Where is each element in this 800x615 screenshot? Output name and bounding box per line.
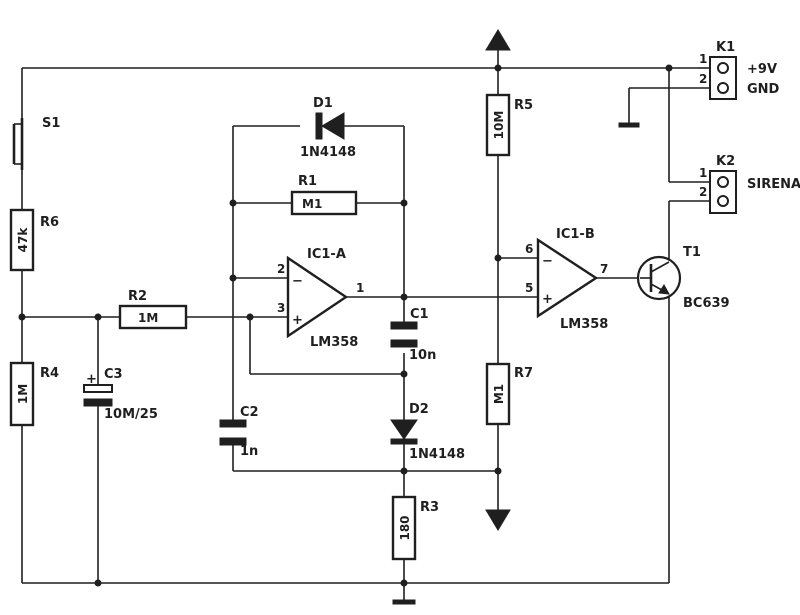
ic1a-minus-sign: − — [292, 274, 303, 289]
connector-k2: 1 2 K2 SIRENA — [699, 154, 800, 214]
k1-ref-label: K1 — [716, 40, 735, 55]
k1-pin1-label: 1 — [699, 52, 707, 66]
ic1b-ref-label: IC1-B — [556, 227, 595, 242]
ic1b-value-label: LM358 — [560, 317, 608, 332]
c1-ref-label: C1 — [410, 307, 429, 322]
t1-value-label: BC639 — [683, 296, 730, 311]
ground-bar-icon — [392, 599, 416, 605]
ic1b-pin7-label: 7 — [600, 262, 608, 276]
resistor-r2: 1M R2 — [118, 289, 188, 330]
ic1a-ref-label: IC1-A — [307, 247, 346, 262]
d1-value-label: 1N4148 — [300, 145, 356, 160]
resistor-r4: 1M R4 — [9, 361, 59, 427]
r7-ref-label: R7 — [514, 366, 533, 381]
opamp-ic1b: − + 6 5 7 IC1-B LM358 — [525, 227, 608, 332]
k2-pin1-label: 1 — [699, 166, 707, 180]
r2-ref-label: R2 — [128, 289, 147, 304]
diode-d2: D2 1N4148 — [390, 402, 465, 462]
capacitor-c2: C2 1n — [219, 405, 259, 459]
junction-dots — [18, 64, 673, 587]
k2-ref-label: K2 — [716, 154, 735, 169]
r2-value-label: 1M — [138, 311, 158, 325]
capacitor-c1: C1 10n — [390, 307, 436, 363]
t1-ref-label: T1 — [683, 245, 701, 260]
transistor-t1: T1 BC639 — [636, 245, 730, 311]
s1-ref-label: S1 — [42, 116, 60, 131]
ic1b-plus-sign: + — [542, 292, 553, 307]
connector-k1: 1 2 K1 +9V GND — [699, 40, 780, 100]
ic1a-pin1-label: 1 — [356, 281, 364, 295]
c3-polarity-label: + — [86, 372, 97, 387]
resistor-r5: 10M R5 — [485, 93, 533, 157]
d2-ref-label: D2 — [409, 402, 429, 417]
resistor-r3: 180 R3 — [391, 495, 439, 561]
r3-value-label: 180 — [398, 515, 412, 540]
c3-ref-label: C3 — [104, 367, 123, 382]
c1-value-label: 10n — [409, 348, 436, 363]
opamp-ic1a: − + 2 3 1 IC1-A LM358 — [277, 247, 364, 350]
k2-pin2-label: 2 — [699, 185, 707, 199]
resistor-r7: M1 R7 — [485, 362, 533, 426]
d2-value-label: 1N4148 — [409, 447, 465, 462]
k1-supply-label: +9V — [747, 62, 777, 77]
r5-value-label: 10M — [492, 111, 506, 140]
c2-ref-label: C2 — [240, 405, 259, 420]
ic1a-pin2-label: 2 — [277, 262, 285, 276]
r1-ref-label: R1 — [298, 174, 317, 189]
r1-value-label: M1 — [302, 197, 322, 211]
k2-siren-label: SIRENA — [747, 177, 800, 192]
ic1b-pin6-label: 6 — [525, 242, 533, 256]
r6-value-label: 47k — [16, 227, 30, 253]
resistor-r6: 47k R6 — [9, 208, 59, 272]
resistor-r1: M1 R1 — [290, 174, 358, 216]
r4-value-label: 1M — [16, 384, 30, 404]
switch-s1: S1 — [12, 116, 60, 170]
wiring — [21, 50, 710, 600]
k1-pin2-label: 2 — [699, 72, 707, 86]
ic1a-plus-sign: + — [292, 313, 303, 328]
capacitor-c3: + C3 10M/25 — [83, 367, 158, 422]
ic1b-pin5-label: 5 — [525, 281, 533, 295]
diode-d1: D1 1N4148 — [300, 96, 356, 160]
r5-ref-label: R5 — [514, 98, 533, 113]
ground-arrow-icon — [485, 509, 511, 531]
d1-ref-label: D1 — [313, 96, 333, 111]
r4-ref-label: R4 — [40, 366, 59, 381]
ic1b-minus-sign: − — [542, 254, 553, 269]
r6-ref-label: R6 — [40, 215, 59, 230]
c2-value-label: 1n — [240, 444, 258, 459]
k1-gnd-label: GND — [747, 82, 780, 97]
c3-value-label: 10M/25 — [104, 407, 158, 422]
ic1a-pin3-label: 3 — [277, 301, 285, 315]
r7-value-label: M1 — [492, 384, 506, 404]
ground-bar-icon — [618, 122, 640, 128]
supply-arrow-icon — [485, 29, 511, 51]
r3-ref-label: R3 — [420, 500, 439, 515]
ic1a-value-label: LM358 — [310, 335, 358, 350]
